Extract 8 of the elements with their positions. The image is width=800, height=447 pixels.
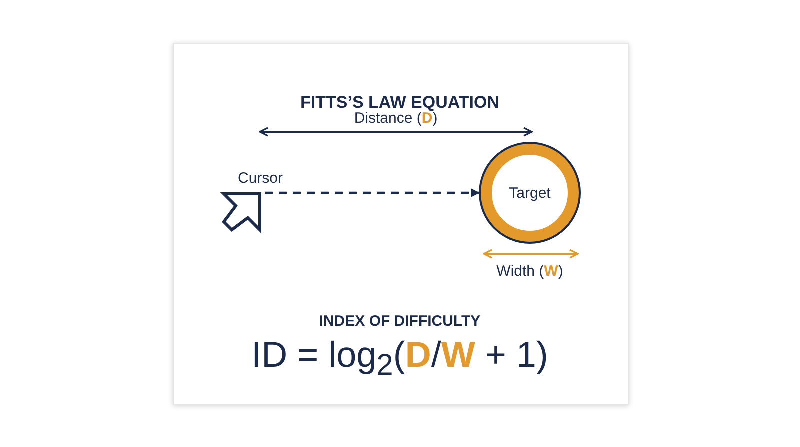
arrow	[265, 188, 480, 198]
equation: ID = log$_{2}$(D/W + 1)	[252, 334, 548, 384]
dimension-label: Width (W)	[496, 263, 564, 280]
title: FITTS’S LAW EQUATION	[300, 93, 500, 112]
node-caption: Cursor	[238, 170, 284, 187]
cursor-icon	[222, 190, 262, 234]
heading: INDEX OF DIFFICULTY	[319, 313, 481, 330]
dimension-label: Distance (D)	[354, 110, 438, 127]
